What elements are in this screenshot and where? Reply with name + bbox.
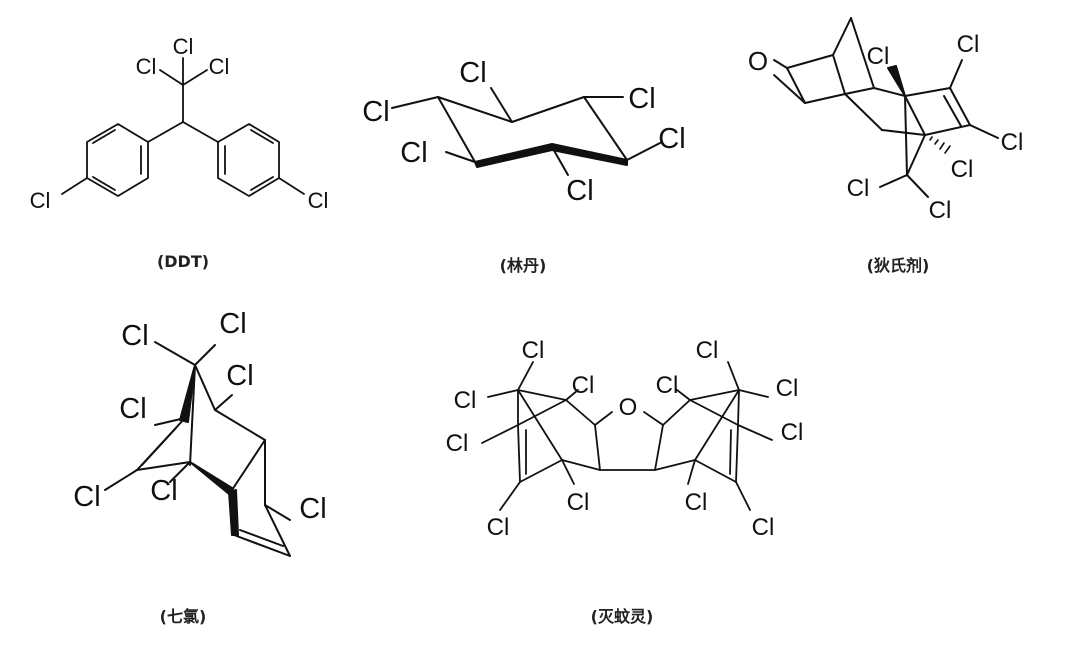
cl-label: Cl bbox=[951, 156, 974, 183]
cl-label: Cl bbox=[1001, 129, 1024, 156]
oxygen-label: O bbox=[619, 394, 638, 421]
caption-heptachlor: (七氯) bbox=[159, 607, 207, 626]
ddt-structure bbox=[61, 57, 305, 197]
cl-label: Cl bbox=[459, 57, 486, 89]
cl-label: Cl bbox=[30, 188, 51, 213]
cl-label: Cl bbox=[487, 514, 510, 541]
cl-label: Cl bbox=[226, 360, 253, 392]
cl-label: Cl bbox=[658, 123, 685, 155]
cl-label: Cl bbox=[776, 375, 799, 402]
cl-label: Cl bbox=[566, 175, 593, 207]
heptachlor-structure bbox=[104, 341, 291, 557]
cl-label: Cl bbox=[685, 489, 708, 516]
caption-isobenzan: (灭蚊灵) bbox=[590, 607, 654, 626]
isobenzan-structure bbox=[481, 361, 773, 511]
caption-lindane: (林丹) bbox=[499, 256, 547, 275]
cl-label: Cl bbox=[173, 34, 194, 59]
cl-label: Cl bbox=[572, 372, 595, 399]
cl-label: Cl bbox=[446, 430, 469, 457]
cl-label: Cl bbox=[150, 475, 177, 507]
ddt-atom-labels: Cl Cl Cl Cl Cl bbox=[30, 34, 329, 213]
cl-label: Cl bbox=[73, 481, 100, 513]
dieldrin-structure bbox=[773, 17, 999, 198]
cl-label: Cl bbox=[308, 188, 329, 213]
cl-label: Cl bbox=[957, 31, 980, 58]
cl-label: Cl bbox=[567, 489, 590, 516]
heptachlor-atom-labels: Cl Cl Cl Cl Cl Cl Cl bbox=[73, 308, 326, 525]
isobenzan-atom-labels: O Cl Cl Cl Cl Cl Cl Cl Cl Cl Cl Cl Cl bbox=[446, 337, 804, 541]
cl-label: Cl bbox=[656, 372, 679, 399]
cl-label: Cl bbox=[867, 43, 890, 70]
caption-dieldrin: (狄氏剂) bbox=[866, 256, 930, 275]
cl-label: Cl bbox=[628, 83, 655, 115]
lindane-atom-labels: Cl Cl Cl Cl Cl Cl bbox=[362, 57, 685, 207]
cl-label: Cl bbox=[362, 96, 389, 128]
cl-label: Cl bbox=[781, 419, 804, 446]
cl-label: Cl bbox=[454, 387, 477, 414]
cl-label: Cl bbox=[752, 514, 775, 541]
cl-label: Cl bbox=[299, 493, 326, 525]
lindane-structure bbox=[391, 87, 661, 176]
cl-label: Cl bbox=[929, 197, 952, 224]
cl-label: Cl bbox=[400, 137, 427, 169]
cl-label: Cl bbox=[119, 393, 146, 425]
cl-label: Cl bbox=[847, 175, 870, 202]
cl-label: Cl bbox=[136, 54, 157, 79]
cl-label: Cl bbox=[696, 337, 719, 364]
cl-label: Cl bbox=[121, 320, 148, 352]
oxygen-label: O bbox=[748, 46, 768, 76]
cl-label: Cl bbox=[522, 337, 545, 364]
dieldrin-atom-labels: O Cl Cl Cl Cl Cl Cl bbox=[748, 31, 1023, 224]
cl-label: Cl bbox=[219, 308, 246, 340]
cl-label: Cl bbox=[209, 54, 230, 79]
caption-ddt: (DDT) bbox=[156, 252, 210, 271]
